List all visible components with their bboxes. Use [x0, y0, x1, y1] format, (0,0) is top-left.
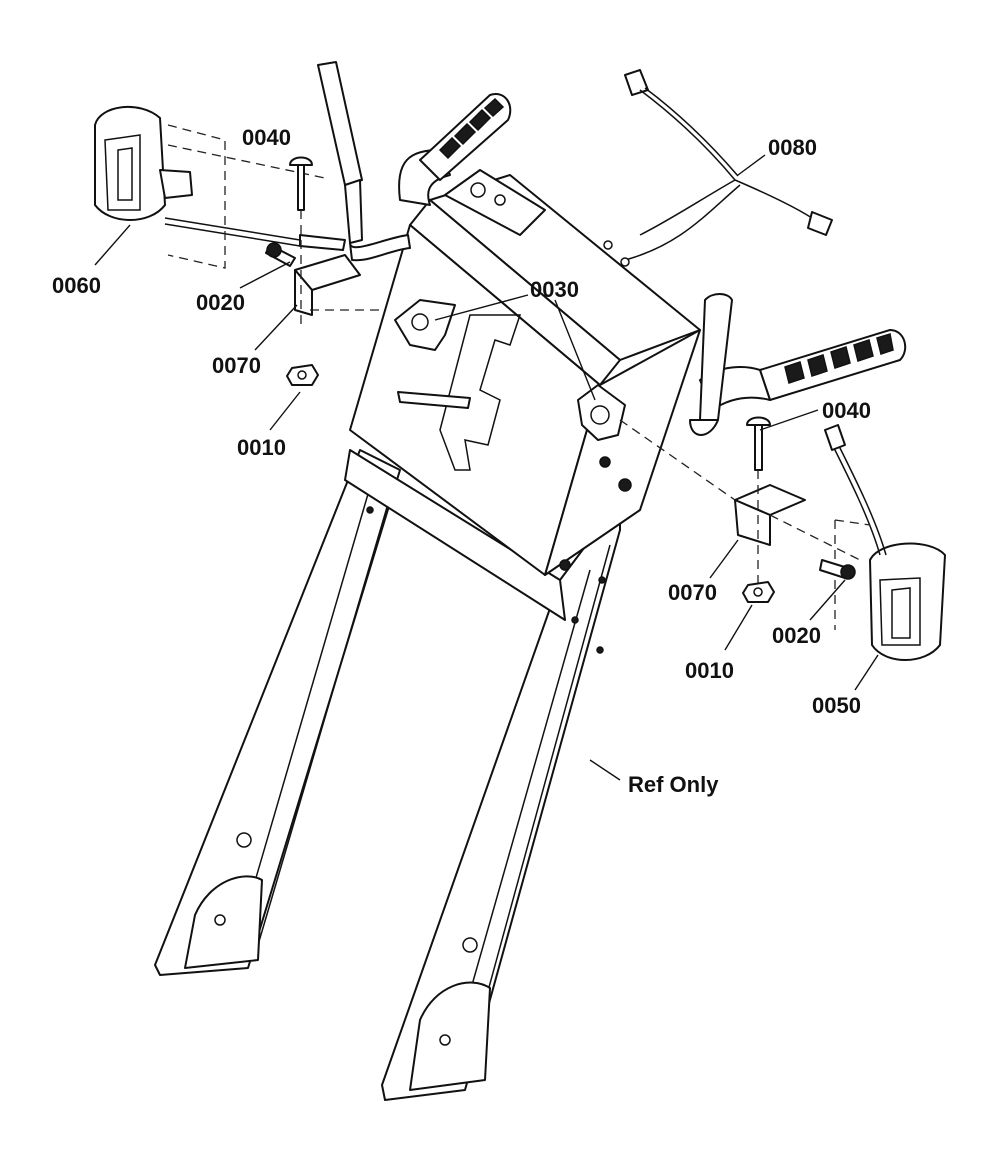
left-grip-pattern [438, 97, 505, 160]
callout-0020-right: 0020 [772, 623, 821, 648]
bracket-right [734, 484, 861, 561]
bolt-left [289, 156, 313, 330]
callout-0010-right: 0010 [685, 658, 734, 683]
knob-right [577, 384, 626, 441]
screw-left [265, 242, 296, 267]
callout-ref-only: Ref Only [628, 772, 719, 797]
nut-left [286, 364, 319, 386]
light-assembly-left [94, 105, 346, 269]
callout-0020-left: 0020 [196, 290, 245, 315]
callout-0040-right: 0040 [822, 398, 871, 423]
screw-right [819, 559, 856, 580]
nut-right [742, 581, 775, 603]
callout-0050: 0050 [812, 693, 861, 718]
wire-harness [603, 69, 833, 267]
leader-lines [94, 154, 879, 781]
light-assembly-right [824, 424, 946, 661]
callout-0080: 0080 [768, 135, 817, 160]
knob-left [394, 299, 456, 351]
callout-0070-left: 0070 [212, 353, 261, 378]
alignment-line-right [619, 419, 736, 501]
callout-0030: 0030 [530, 277, 579, 302]
callout-0040-left: 0040 [242, 125, 291, 150]
handlebar [317, 61, 907, 436]
right-grip-pattern [784, 333, 894, 384]
callout-0010-left: 0010 [237, 435, 286, 460]
bolt-right [746, 416, 771, 590]
callout-0060: 0060 [52, 273, 101, 298]
callout-0070-right: 0070 [668, 580, 717, 605]
bracket-left [294, 254, 380, 316]
